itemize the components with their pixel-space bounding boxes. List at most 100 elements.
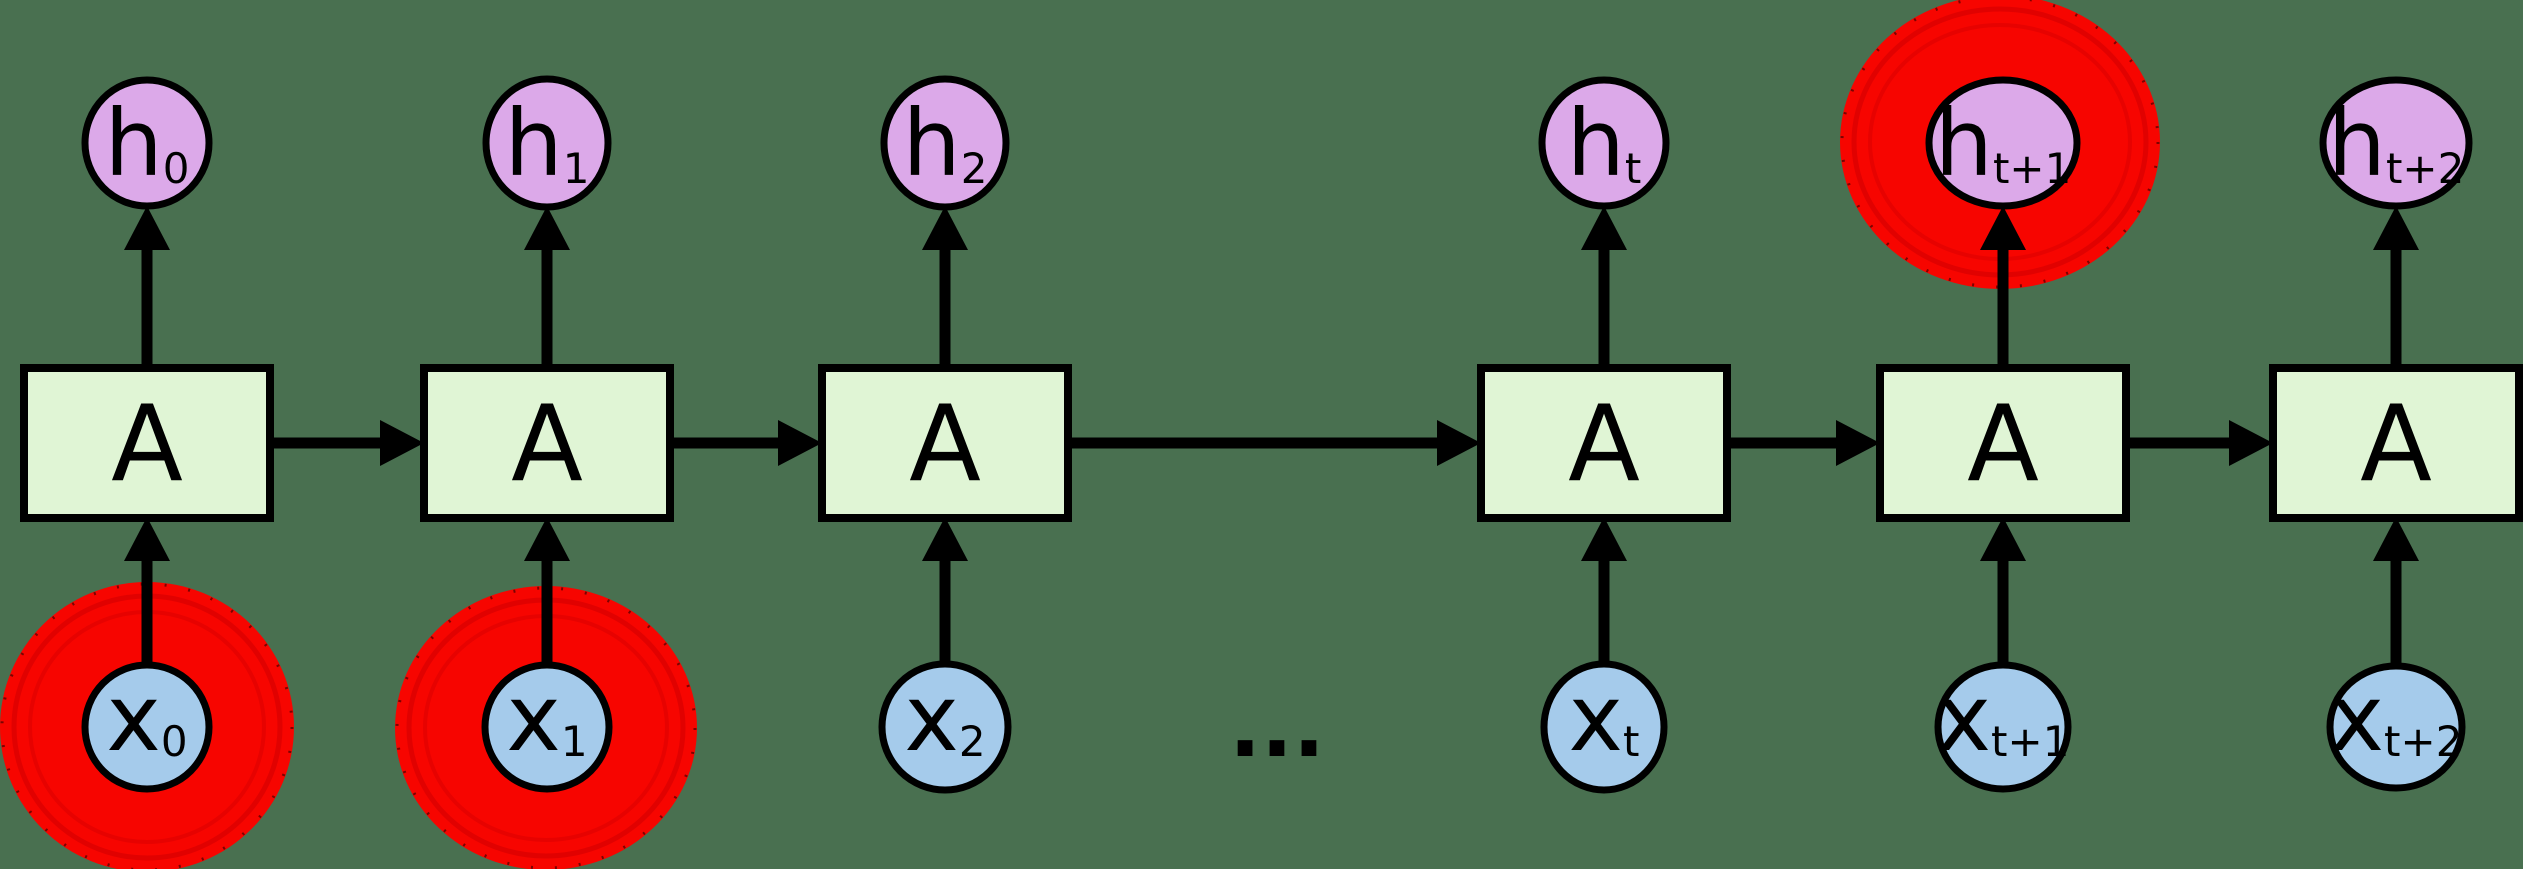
node-label-sub: 1	[561, 717, 588, 766]
rnn-cell-0: A	[20, 364, 274, 522]
rnn-cell-2: A	[818, 364, 1072, 522]
arrow-cellt1-to-ht1	[1980, 206, 2026, 368]
node-circle	[81, 76, 213, 210]
node-label-sub: t+2	[2384, 717, 2462, 766]
node-circle	[482, 75, 612, 211]
node-label: h1	[504, 90, 589, 197]
arrow-xt2-to-cellt2	[2373, 517, 2419, 665]
arrow-head	[1836, 420, 1880, 466]
node-label: xt+1	[1937, 665, 2070, 772]
arrow-cellt-to-cellt1	[1727, 420, 1880, 466]
h0-node: h0	[81, 76, 213, 210]
arrow-x0-to-cell0	[124, 517, 170, 665]
node-label: xt+2	[2330, 665, 2463, 772]
node-label-sub: t+1	[1991, 717, 2069, 766]
node-circle	[1925, 76, 2081, 210]
node-label-main: x	[2330, 665, 2384, 772]
node-label-sub: 2	[961, 144, 988, 193]
arrow-head	[1437, 420, 1481, 466]
cell-label: A	[1568, 383, 1640, 505]
arrow-head	[524, 206, 570, 250]
arrow-head	[778, 420, 822, 466]
node-circle	[81, 661, 213, 793]
node-circle	[2319, 76, 2473, 210]
xt-node: xt	[1540, 660, 1668, 794]
node-label-main: x	[106, 665, 160, 772]
node-label-sub: 0	[163, 144, 190, 193]
node-label-sub: t+1	[1993, 144, 2071, 193]
x0-node: x0	[81, 661, 213, 793]
ht1-node: ht+1	[1925, 76, 2081, 210]
cell-box	[2269, 364, 2523, 522]
h1-node: h1	[482, 75, 612, 211]
node-label: x0	[106, 665, 187, 772]
arrow-head	[2373, 206, 2419, 250]
node-label: ht+2	[2328, 90, 2465, 197]
x1-node: x1	[481, 661, 613, 793]
arrow-cell1-to-h1	[524, 206, 570, 368]
highlight-blob-speckle-ring	[395, 586, 697, 869]
arrow-cellt2-to-ht2	[2373, 206, 2419, 368]
node-label-main: x	[904, 665, 958, 772]
arrow-x2-to-cell2	[922, 517, 968, 665]
rnn-cell-t2: A	[2269, 364, 2523, 522]
node-circle	[880, 75, 1010, 211]
node-label: h2	[902, 90, 987, 197]
arrow-cell1-to-cell2	[670, 420, 822, 466]
ht2-node: ht+2	[2319, 76, 2473, 210]
arrow-cellt-to-ht	[1581, 206, 1627, 368]
node-label-main: x	[1937, 665, 1991, 772]
cell-label: A	[1967, 383, 2039, 505]
arrow-cellt1-to-cellt2	[2126, 420, 2273, 466]
rnn-cell-t: A	[1477, 364, 1731, 522]
h2-node: h2	[880, 75, 1010, 211]
node-circle	[878, 660, 1012, 794]
arrow-head	[124, 206, 170, 250]
node-label-main: x	[1569, 665, 1623, 772]
node-label: h0	[104, 90, 189, 197]
ht-node: ht	[1538, 76, 1670, 210]
highlight-blob-speckle-ring	[1840, 0, 2160, 289]
arrow-head	[922, 206, 968, 250]
node-label-main: x	[506, 665, 560, 772]
arrow-head	[124, 517, 170, 561]
node-label-sub: 0	[161, 717, 188, 766]
ellipsis: ...	[1229, 678, 1325, 776]
arrow-xt1-to-cellt1	[1980, 517, 2026, 665]
node-circle	[1540, 660, 1668, 794]
node-label-sub: 2	[959, 717, 986, 766]
node-label-main: h	[104, 90, 162, 197]
cell-label: A	[909, 383, 981, 505]
cell-label: A	[2360, 383, 2432, 505]
cell-label: A	[511, 383, 583, 505]
x2-node: x2	[878, 660, 1012, 794]
arrow-head	[1581, 206, 1627, 250]
node-circle	[481, 661, 613, 793]
arrow-head	[1980, 206, 2026, 250]
node-label-sub: t	[1625, 144, 1641, 193]
node-label: ht+1	[1935, 90, 2072, 197]
arrow-head	[1581, 517, 1627, 561]
node-circle	[2326, 662, 2466, 792]
node-circle	[1934, 661, 2072, 793]
node-label-sub: t+2	[2386, 144, 2464, 193]
xt2-node: xt+2	[2326, 662, 2466, 792]
node-label-main: h	[2328, 90, 2386, 197]
node-label-main: h	[504, 90, 562, 197]
arrow-cell0-to-h0	[124, 206, 170, 368]
node-label: ht	[1567, 90, 1642, 197]
node-label: x2	[904, 665, 985, 772]
node-label-main: h	[1567, 90, 1625, 197]
node-label: xt	[1569, 665, 1640, 772]
arrow-head	[922, 517, 968, 561]
arrow-xt-to-cellt	[1581, 517, 1627, 665]
arrow-x1-to-cell1	[524, 517, 570, 665]
arrow-head	[2229, 420, 2273, 466]
cell-label: A	[111, 383, 183, 505]
highlight-blob-speckle-ring	[0, 582, 294, 869]
node-label-main: h	[1935, 90, 1993, 197]
node-label: x1	[506, 665, 587, 772]
arrow-head	[380, 420, 424, 466]
arrow-cell2-to-h2	[922, 206, 968, 368]
node-label-sub: t	[1623, 717, 1639, 766]
